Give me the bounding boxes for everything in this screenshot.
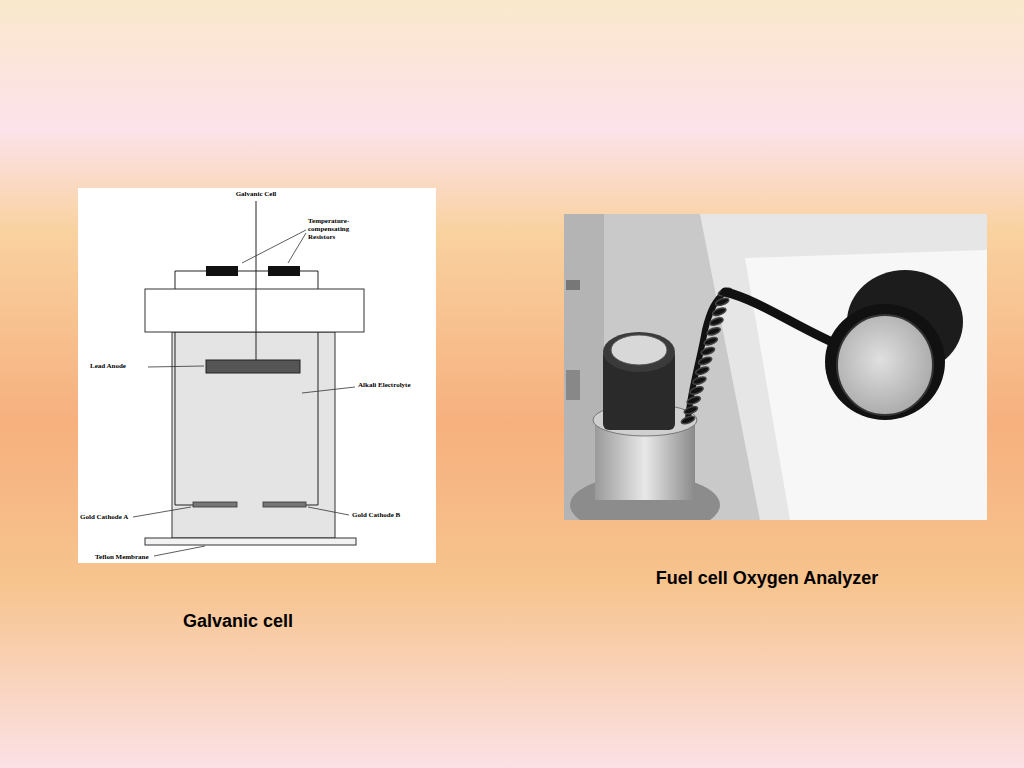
galvanic-cell-figure: [78, 188, 436, 563]
leader-line: [288, 233, 306, 263]
lead-anode-plate: [206, 360, 300, 373]
cell-cap: [145, 289, 364, 332]
part-label: Lead Anode: [90, 362, 126, 370]
cable-coil: [683, 405, 698, 415]
cable-coil: [680, 415, 695, 425]
part-label: Galvanic Cell: [236, 190, 277, 198]
port: [566, 280, 580, 290]
part-label: Temperature-compensating Resistors: [308, 217, 370, 241]
sensor-top: [603, 332, 675, 372]
cable-coil: [712, 306, 727, 316]
white-panel: [745, 250, 987, 520]
resistor-symbol: [268, 266, 300, 276]
anode-wire: [256, 201, 257, 360]
leader-line: [308, 507, 349, 515]
cable-coil: [692, 375, 707, 385]
cathode-wire: [306, 505, 318, 506]
part-label: Teflon Membrane: [95, 553, 149, 561]
instrument-panel: [700, 214, 987, 520]
cable-coil: [695, 366, 710, 376]
caption-text: Fuel cell Oxygen Analyzer: [656, 567, 878, 589]
leader-line: [154, 546, 205, 556]
part-label: Gold Cathode A: [80, 513, 128, 521]
part-label: Gold Cathode B: [352, 511, 400, 519]
port: [566, 370, 580, 400]
cable-coil: [686, 395, 701, 405]
sensor-membrane: [837, 315, 933, 415]
cable-coil: [706, 326, 721, 336]
cathode-wire: [175, 505, 193, 506]
analyzer-photo: [564, 214, 987, 535]
resistor-symbol: [206, 266, 238, 276]
cable-coil: [703, 336, 718, 346]
cable-coil: [709, 316, 724, 326]
figure-ground: [78, 188, 436, 563]
teflon-membrane: [145, 538, 356, 545]
cable-coil: [700, 346, 715, 356]
gold-cathode-plate: [263, 502, 306, 507]
sensor-face: [611, 335, 667, 365]
cable-coil: [697, 356, 712, 366]
part-label: Alkali Electrolyte: [358, 381, 411, 389]
gold-cathode-plate: [193, 502, 237, 507]
photo-ground: [564, 214, 987, 520]
caption-text: Galvanic cell: [183, 610, 293, 632]
leader-line: [302, 387, 355, 393]
anode-wire: [256, 289, 257, 360]
cable-coil: [715, 297, 730, 307]
cable-coil: [689, 385, 704, 395]
leader-line: [133, 507, 191, 517]
leader-line: [242, 230, 306, 263]
cathode-wire: [175, 332, 176, 505]
sensor-head: [825, 304, 945, 420]
leader-line: [148, 366, 204, 367]
cathode-wire: [318, 332, 319, 505]
